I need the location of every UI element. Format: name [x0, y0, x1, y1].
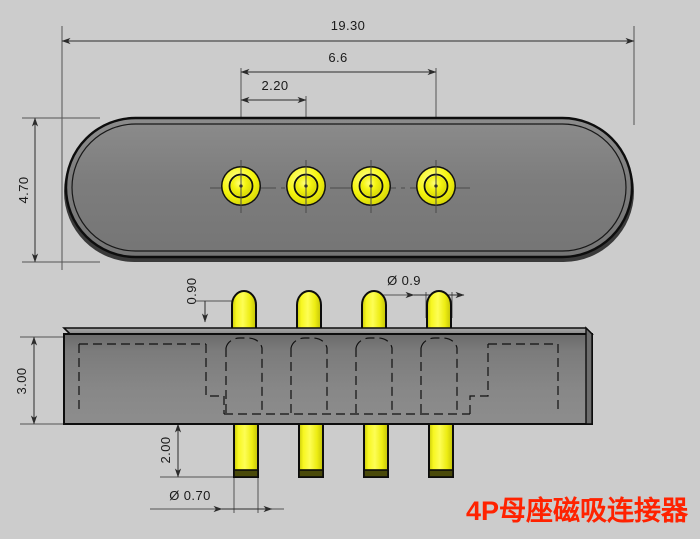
dim-label-dia-bot: Ø 0.70: [169, 488, 210, 503]
dim-label-pin-span: 6.6: [328, 50, 347, 65]
drawing-title-label: 4P母座磁吸连接器: [466, 495, 689, 526]
dimension-overall-length: 19.30: [61, 18, 635, 45]
top-view-pin-4: [416, 160, 456, 213]
dim-label-overall-length: 19.30: [331, 18, 366, 33]
side-view-top-pin-1: [231, 290, 257, 331]
side-view-right-face: [585, 326, 593, 425]
dim-label-protrusion-top: 0.90: [184, 278, 199, 305]
side-view-body: [63, 333, 593, 425]
side-view-bottom-pins: [233, 423, 454, 478]
side-view-top-pin-4: [426, 290, 452, 331]
dim-label-body-height: 3.00: [14, 368, 29, 395]
top-view-pin-1: [221, 160, 261, 213]
top-view-pin-3: [351, 160, 391, 213]
side-view-bottom-pin-2: [298, 423, 324, 478]
dim-label-protrusion-bottom: 2.00: [158, 437, 173, 464]
dimension-overall-width: 4.70: [16, 117, 100, 263]
side-view-top-pin-2: [296, 290, 322, 331]
dimension-pin-bottom-diameter: Ø 0.70: [150, 474, 284, 513]
dimension-body-height: 3.00: [14, 336, 92, 425]
dimension-pin-pitch: 2.20: [240, 78, 307, 104]
dim-label-dia-top: Ø 0.9: [387, 273, 421, 288]
side-view-bottom-pin-3: [363, 423, 389, 478]
side-view-top-pins: [231, 290, 452, 331]
side-view-top-pin-3: [361, 290, 387, 331]
top-view-pin-2: [286, 160, 326, 213]
top-view: 19.30 6.6 2.20 4.70: [16, 18, 635, 270]
dim-label-pin-pitch: 2.20: [262, 78, 289, 93]
dimension-pin-span: 6.6: [240, 50, 437, 76]
top-view-body-rim: [71, 123, 627, 252]
dim-label-overall-width: 4.70: [16, 177, 31, 204]
side-view-bottom-pin-4: [428, 423, 454, 478]
side-view-hidden-lines: [78, 337, 559, 415]
side-view-bottom-pin-1: [233, 423, 259, 478]
side-view: 0.90 Ø 0.9 3.00 2.00: [14, 273, 594, 513]
